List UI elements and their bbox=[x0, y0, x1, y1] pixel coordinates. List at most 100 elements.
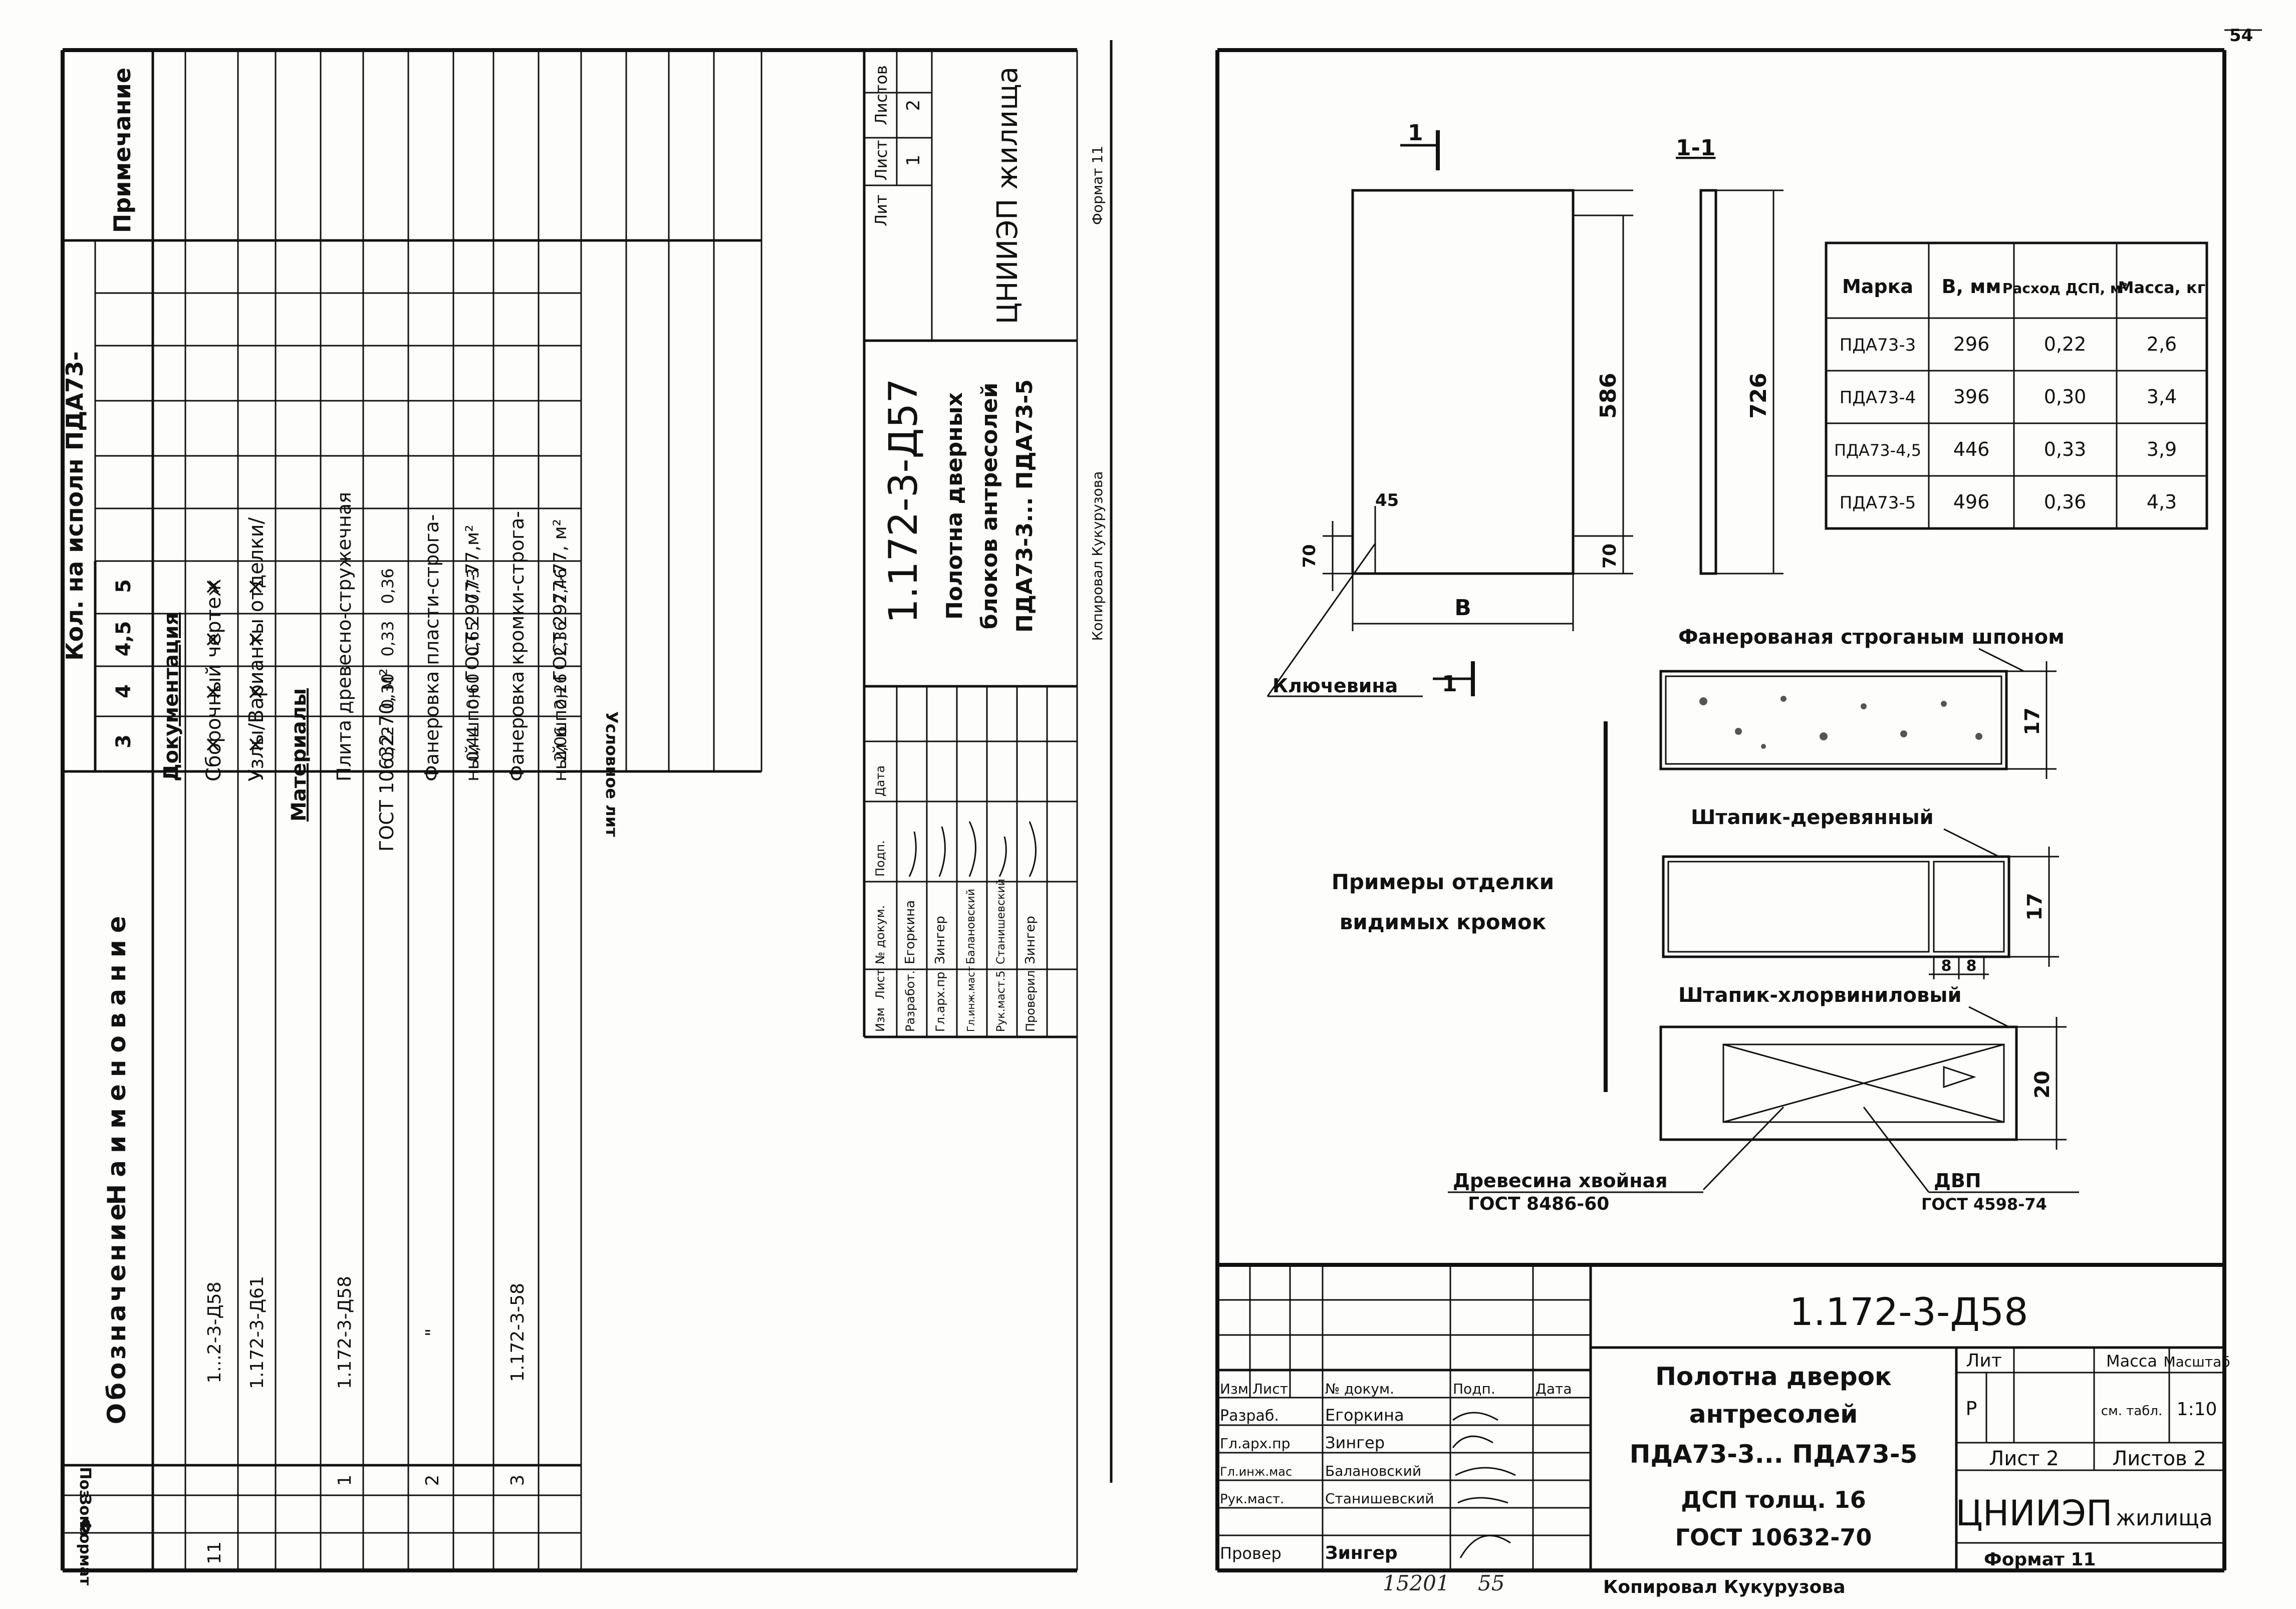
left-stamp-name-2: Зингер bbox=[933, 916, 948, 964]
table-header-mass: Масса, кг bbox=[2118, 278, 2206, 297]
row-7-cell-4: 0,60 bbox=[463, 673, 482, 709]
dowel-label: Ключевина bbox=[1272, 675, 1398, 697]
right-stamp-name-3: Балановский bbox=[1325, 1463, 1421, 1479]
right-stamp-copied: Копировал Кукурузова bbox=[1603, 1577, 1846, 1597]
spec-rows: Документация Сборочный чертеж 1...2-3-Д5… bbox=[160, 492, 621, 1564]
row-5-cell-3: 0,22 bbox=[378, 726, 397, 761]
right-stamp-format: Формат 11 bbox=[1984, 1549, 2096, 1570]
designation-header: Обозначение bbox=[102, 1201, 131, 1425]
left-stamp-copied: Копировал Кукурузова bbox=[1089, 471, 1106, 641]
dim-70-left: 70 bbox=[1300, 544, 1320, 568]
row-1-cell-3: × bbox=[204, 731, 222, 757]
wood-gost: ГОСТ 8486-60 bbox=[1468, 1194, 1609, 1214]
row-7-name: ный шпон ГОСТ 2977-77,м² bbox=[462, 524, 483, 781]
left-stamp-title-3: ПДА73-3... ПДА73-5 bbox=[1012, 379, 1038, 633]
left-stamp-sheet-value: 1 bbox=[903, 155, 924, 166]
dim-586: 586 bbox=[1596, 373, 1621, 419]
left-stamp-name-5: Зингер bbox=[1023, 916, 1038, 964]
right-stamp-number: 15201 bbox=[1383, 1571, 1450, 1595]
row-9-cell-4-5: 2,36 bbox=[551, 621, 570, 656]
left-stamp-org: ЦНИИЭП жилища bbox=[991, 67, 1024, 324]
right-stamp-scale-value: 1:10 bbox=[2177, 1399, 2217, 1420]
edge-title-1: Примеры отделки bbox=[1332, 870, 1554, 894]
right-stamp-role-2: Гл.арх.пр bbox=[1220, 1435, 1290, 1452]
pos-header: Поз bbox=[76, 1467, 94, 1498]
table-r3-b: 446 bbox=[1953, 438, 1990, 460]
table-r2-dsp: 0,30 bbox=[2044, 386, 2087, 408]
right-stamp: 1.172-3-Д58 Полотна дверок антресолей ПД… bbox=[1217, 1263, 2230, 1597]
table-r2-mass: 3,4 bbox=[2147, 386, 2177, 408]
format-header: Формат bbox=[76, 1518, 94, 1586]
left-stamp-sheets-value: 2 bbox=[903, 100, 924, 111]
detail1-dim: 17 bbox=[2021, 707, 2044, 735]
table-r2-b: 396 bbox=[1953, 386, 1990, 408]
right-stamp-sheet: Лист 2 bbox=[1989, 1447, 2059, 1470]
left-stamp-role-5: Проверил bbox=[1024, 970, 1038, 1032]
row-0-name: Документация bbox=[160, 613, 183, 781]
detail2-dim: 17 bbox=[2023, 893, 2047, 921]
left-stamp-role-4: Рук.маст.5 bbox=[995, 970, 1007, 1032]
row-8-name: Фанеровка кромки-строга- bbox=[506, 511, 528, 781]
name-header: Наименование bbox=[102, 909, 131, 1205]
right-stamp-name-5: Зингер bbox=[1325, 1543, 1398, 1563]
table-header-dsp: Расход ДСП, м² bbox=[2002, 280, 2128, 297]
left-stamp-sheet-label: Лист bbox=[872, 140, 891, 180]
right-stamp-number-2: 55 bbox=[1478, 1571, 1504, 1595]
dim-width: B bbox=[1454, 595, 1471, 621]
row-1-cell-4-5: × bbox=[204, 626, 222, 652]
variant-4: 4 bbox=[112, 684, 135, 698]
right-stamp-mass-label: Масса bbox=[2106, 1352, 2157, 1371]
row-9-cell-4: 2,26 bbox=[551, 673, 570, 709]
right-stamp-role-5: Провер bbox=[1220, 1544, 1282, 1563]
zone-header: Зона bbox=[76, 1495, 94, 1536]
edge-examples: Примеры отделки видимых кромок Фанерован… bbox=[1332, 626, 2079, 1214]
section-mark-bottom: 1 bbox=[1442, 671, 1457, 697]
variant-3: 3 bbox=[112, 734, 135, 748]
left-stamp-col-doc: № докум. bbox=[873, 905, 887, 964]
right-stamp-col-doc: № докум. bbox=[1325, 1381, 1394, 1397]
table-r2-mark: ПДА73-4 bbox=[1840, 388, 1916, 408]
row-2-cell-3: × bbox=[246, 731, 265, 757]
row-6-name: Фанеровка пласти-строга- bbox=[421, 514, 443, 781]
table-r1-mass: 2,6 bbox=[2147, 333, 2177, 355]
row-9-cell-5: 2,46 bbox=[551, 568, 570, 604]
right-stamp-role-1: Разраб. bbox=[1220, 1407, 1279, 1425]
table-r4-b: 496 bbox=[1953, 491, 1990, 513]
table-header-b: B, мм bbox=[1942, 276, 2001, 298]
row-2-cell-4: × bbox=[246, 679, 265, 704]
row-5-cell-4-5: 0,33 bbox=[378, 621, 397, 656]
right-stamp-title-3: ПДА73-3... ПДА73-5 bbox=[1630, 1440, 1918, 1469]
detail3-profile bbox=[1943, 1065, 1976, 1089]
detail3-dim: 20 bbox=[2031, 1070, 2054, 1099]
row-1-cell-4: × bbox=[204, 679, 222, 704]
row-9-name: ный шпон ГОСТ 2977-77, м² bbox=[550, 519, 571, 781]
dvp-label: ДВП bbox=[1934, 1170, 1981, 1192]
row-7-cell-3: 0,44 bbox=[463, 726, 482, 761]
right-stamp-org-main: ЦНИИЭП bbox=[1955, 1493, 2112, 1534]
right-sheet: 54 B 586 70 70 45 1 bbox=[1215, 26, 2262, 1597]
table-header-mark: Марка bbox=[1842, 276, 1913, 298]
right-stamp-title-1: Полотна дверок bbox=[1655, 1362, 1892, 1391]
door-front-view: B 586 70 70 45 1 1 Ключевина bbox=[1266, 120, 1633, 697]
note-header: Примечание bbox=[109, 68, 136, 233]
right-stamp-name-4: Станишевский bbox=[1325, 1490, 1434, 1507]
left-stamp-signatures bbox=[908, 821, 1037, 877]
table-r3-mass: 3,9 bbox=[2147, 438, 2177, 460]
detail2-label: Штапик-деревянный bbox=[1691, 806, 1934, 829]
dim-45: 45 bbox=[1375, 490, 1399, 510]
dim-726: 726 bbox=[1746, 373, 1771, 419]
table-r4-mark: ПДА73-5 bbox=[1840, 493, 1916, 513]
row-7-cell-5: 0,73 bbox=[463, 568, 482, 604]
variant-4-5: 4,5 bbox=[112, 621, 135, 657]
right-stamp-col-list: Лист bbox=[1252, 1381, 1288, 1397]
variant-5: 5 bbox=[112, 579, 135, 593]
right-stamp-scale-label: Масштаб bbox=[2163, 1354, 2230, 1370]
row-1-format: 11 bbox=[204, 1541, 225, 1564]
right-stamp-code: 1.172-3-Д58 bbox=[1790, 1289, 2028, 1334]
left-stamp-title-2: блоков антресолей bbox=[977, 383, 1002, 630]
right-stamp-role-4: Рук.маст. bbox=[1220, 1492, 1284, 1507]
left-stamp-format: Формат 11 bbox=[1089, 146, 1106, 225]
right-stamp-col-date: Дата bbox=[1536, 1381, 1572, 1397]
table-r4-dsp: 0,36 bbox=[2044, 491, 2087, 513]
